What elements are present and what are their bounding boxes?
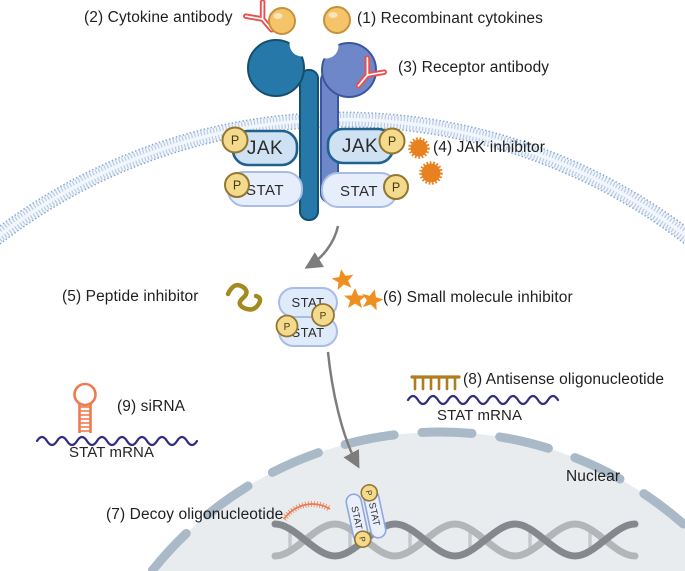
label-decoy-oligonucleotide: (7) Decoy oligonucleotide [106,506,284,523]
jak-stat-complex: JAK JAK STAT STAT P P P P [221,126,409,208]
nuclear-envelope [146,427,685,571]
label-peptide-inhibitor: (5) Peptide inhibitor [62,288,199,305]
label-cytokine-antibody: (2) Cytokine antibody [84,9,233,26]
jak-label-left: JAK [247,138,283,159]
phosphate-badge [221,126,249,154]
phosphate-label: P [357,536,367,543]
decoy-oligonucleotide-icon [281,501,332,521]
cytokine-icon-bound [268,7,296,35]
stat-mrna-wave-right [406,394,560,406]
cytokine-icon-free [323,6,351,34]
label-jak-inhibitor: (4) JAK inhibitor [433,139,545,156]
phosphate-badge [378,127,406,155]
jak-inhibitor-icon [408,137,443,185]
small-molecule-inhibitor-icon [330,267,386,312]
phosphate-badge [353,530,372,548]
receptor-left-stem [299,69,319,221]
antisense-oligonucleotide-icon [410,375,461,391]
phosphate-label: P [364,489,374,496]
peptide-inhibitor-icon [225,282,263,312]
phosphate-badge [360,484,379,502]
stat-label-right: STAT [340,183,378,200]
label-stat-mrna-right: STAT mRNA [437,407,523,424]
cell-membrane [0,111,685,245]
phosphate-badge [224,172,250,198]
label-receptor-antibody: (3) Receptor antibody [398,59,550,76]
stat-label-dimer-bottom: STAT [292,325,325,340]
receptor-left-head [247,39,305,97]
receptor-right-binding-notch [313,33,339,59]
stat-label-nucleus-2: STAT [348,505,364,531]
phosphate-label: P [320,311,327,322]
jak-label-right: JAK [342,136,378,157]
phosphate-label: P [388,135,396,149]
sirna-icon [73,382,97,433]
stat-label-left: STAT [246,182,284,199]
label-sirna: (9) siRNA [117,398,186,415]
phosphate-badge [275,314,299,338]
phosphate-label: P [231,134,239,148]
nuclear-stat-dimer: STAT STAT P P [345,484,387,548]
label-antisense-oligonucleotide: (8) Antisense oligonucleotide [463,371,665,388]
translocation-arrow-to-nucleus [326,351,360,469]
label-small-molecule-inhibitor: (6) Small molecule inhibitor [383,289,573,306]
stat-dimer: STAT STAT P P [275,287,338,347]
receptor-left-binding-notch [289,31,315,57]
signal-arrow-to-stat-dimer [304,225,340,269]
phosphate-label: P [233,179,241,193]
label-stat-mrna-left: STAT mRNA [69,444,155,461]
stat-mrna-wave-left [35,435,199,447]
phosphate-label: P [392,181,400,195]
label-nuclear: Nuclear [566,468,621,485]
label-recombinant-cytokines: (1) Recombinant cytokines [357,10,543,27]
phosphate-label: P [284,322,291,333]
phosphate-badge [311,303,335,327]
stat-label-nucleus-1: STAT [366,501,382,527]
phosphate-badge [383,174,409,200]
